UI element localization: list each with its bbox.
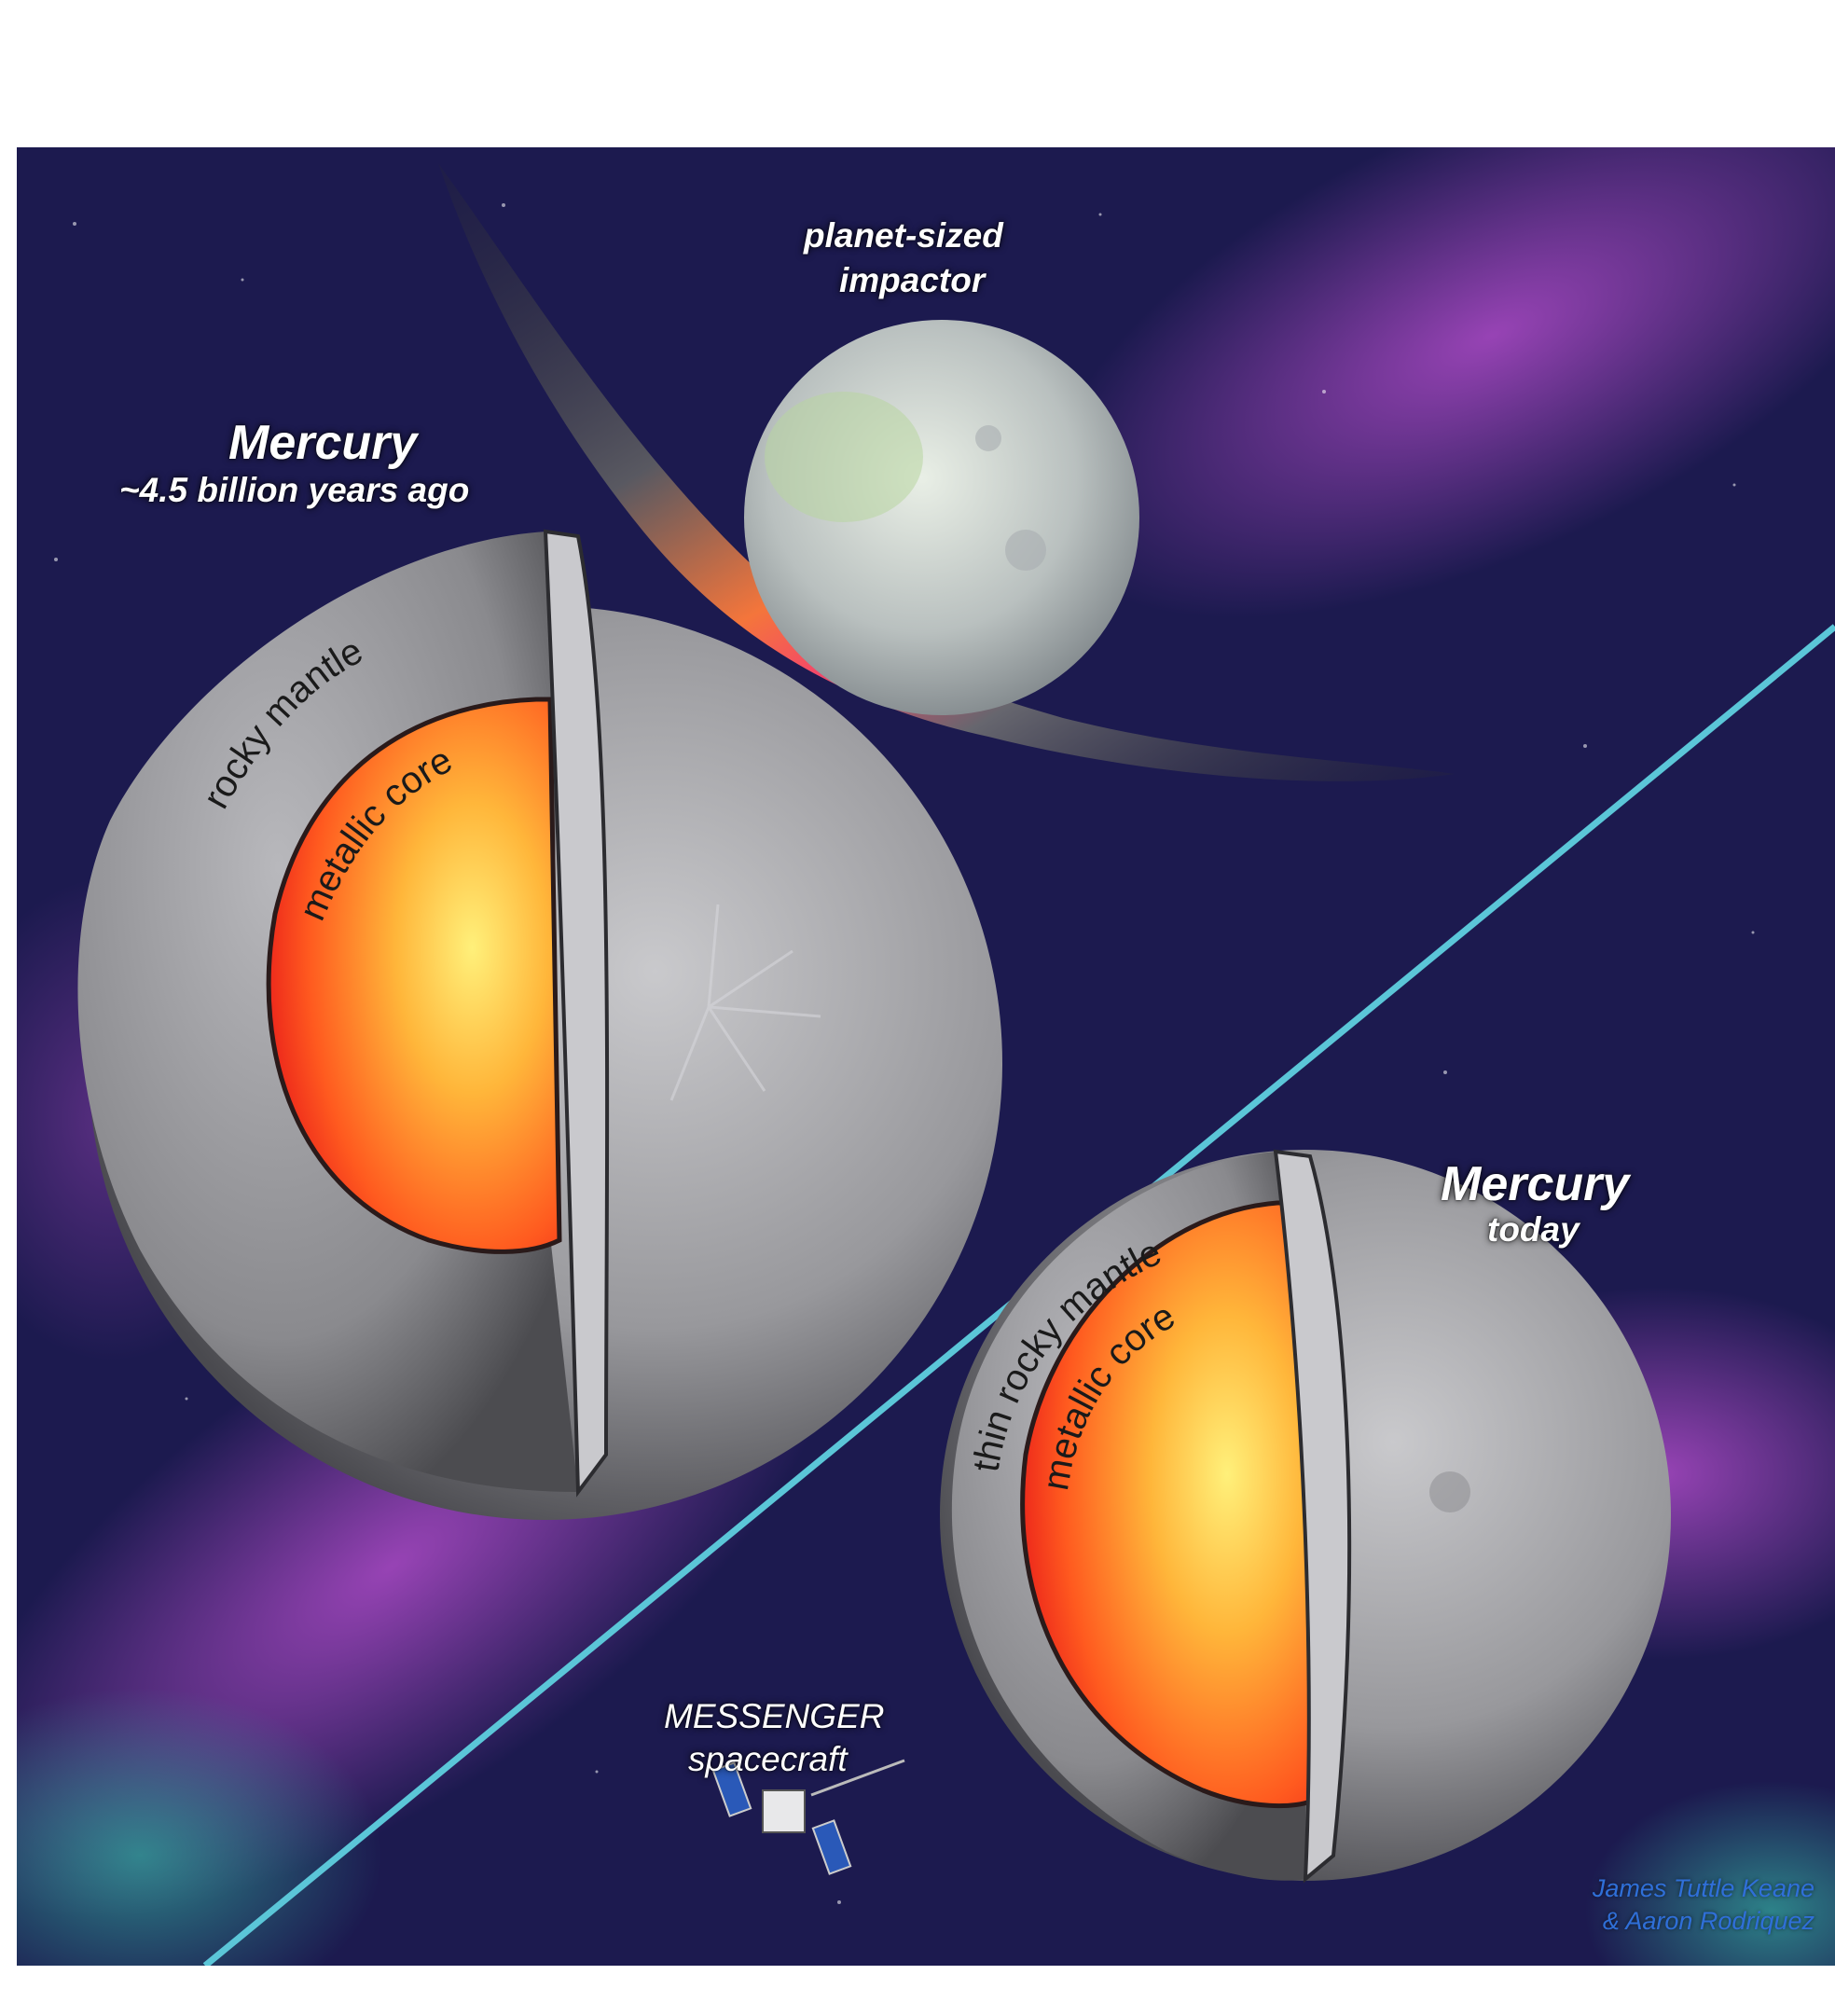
impactor-crater	[975, 425, 1001, 451]
past-title: Mercury	[228, 416, 418, 470]
impactor-label-line2: impactor	[839, 261, 986, 299]
mercury-today	[940, 1149, 1671, 1884]
impactor-crater	[1005, 530, 1046, 571]
mercury-past	[77, 529, 1002, 1520]
mercury-past-cut-face	[543, 529, 610, 1498]
past-subtitle: ~4.5 billion years ago	[119, 471, 470, 509]
impact-plume	[438, 163, 1455, 781]
today-subtitle: today	[1487, 1210, 1580, 1249]
mercury-past-core	[266, 697, 562, 1254]
today-title: Mercury	[1441, 1157, 1630, 1211]
spacecraft-label-line1: MESSENGER	[664, 1697, 885, 1735]
messenger-spacecraft-icon	[711, 1759, 905, 1875]
impactor-label-line1: planet-sized	[804, 216, 1003, 255]
mercury-today-core	[1020, 1200, 1318, 1809]
mercury-today-cut-face	[1273, 1149, 1352, 1884]
credit-line2: & Aaron Rodriquez	[1602, 1907, 1814, 1935]
nebula	[1042, 147, 1835, 618]
spacecraft-label-line2: spacecraft	[688, 1740, 848, 1778]
impactor-green-patch	[765, 392, 923, 522]
mercury-past-crater-rays	[669, 904, 821, 1101]
nebula	[1585, 1781, 1835, 1966]
mercury-today-crater	[1429, 1471, 1470, 1512]
impactor-planet	[744, 320, 1139, 715]
credit-line1: James Tuttle Keane	[1592, 1874, 1814, 1902]
